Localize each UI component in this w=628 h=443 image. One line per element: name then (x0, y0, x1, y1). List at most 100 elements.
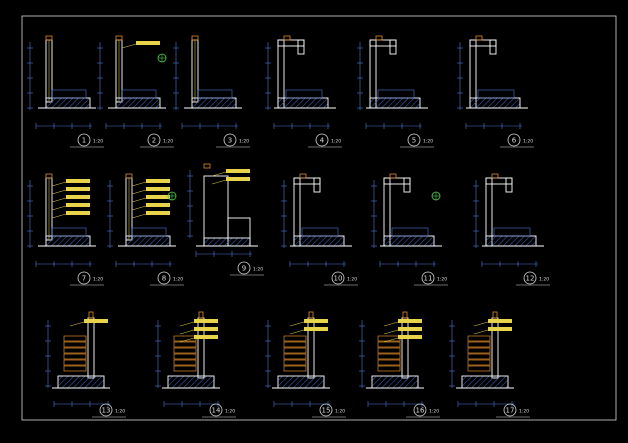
detail-number-circle (319, 403, 333, 417)
callout-leader (51, 205, 67, 211)
callout-text (66, 195, 90, 199)
rail-step (173, 359, 197, 366)
coping-cap (45, 173, 53, 179)
floor-layer (377, 89, 415, 99)
detail-number-circle (331, 271, 345, 285)
detail-section-16: 16 1:20 (359, 311, 440, 418)
detail-number-circle (99, 403, 113, 417)
callout-leader (131, 197, 147, 203)
detail-section-4: 4 1:20 (265, 35, 342, 148)
coping-cap (299, 173, 307, 179)
coping-cap (308, 311, 314, 319)
detail-number: 11 (424, 275, 433, 283)
detail-number: 8 (162, 275, 166, 283)
rail-step (467, 335, 491, 342)
parapet-return (389, 39, 397, 55)
slab-section (115, 97, 161, 109)
callout-leader (179, 329, 195, 335)
floor-layer (197, 89, 233, 99)
detail-scale: 1:20 (239, 139, 249, 145)
callout-leader (131, 205, 147, 211)
detail-number: 12 (526, 275, 535, 283)
detail-number-circle (421, 271, 435, 285)
coping-cap (389, 173, 397, 179)
callout-text (146, 211, 170, 215)
callout-leader (383, 329, 399, 335)
callout-text (194, 335, 218, 339)
detail-section-6: 6 1:20 (457, 35, 534, 148)
callout-leader (383, 321, 399, 327)
detail-number: 17 (506, 407, 515, 415)
slab-section (277, 375, 325, 389)
callout-text (146, 203, 170, 207)
coping-cap (283, 35, 291, 41)
parapet-return (489, 39, 497, 55)
rail-step (173, 341, 197, 348)
parapet-return (403, 177, 411, 193)
rail-step (283, 341, 307, 348)
detail-number: 1 (82, 137, 86, 145)
detail-number-circle (523, 271, 537, 285)
rail-step (173, 347, 197, 354)
detail-number: 16 (416, 407, 425, 415)
rail-step (283, 347, 307, 354)
detail-scale: 1:20 (331, 139, 341, 145)
detail-number: 4 (320, 137, 325, 145)
detail-number: 7 (82, 275, 86, 283)
rail-step (377, 347, 401, 354)
callout-leader (179, 321, 195, 327)
slab-section (461, 375, 509, 389)
drawing-border (21, 15, 617, 421)
callout-text (146, 187, 170, 191)
floor-layer (493, 227, 531, 237)
detail-scale: 1:20 (93, 139, 103, 145)
slab-section (125, 235, 171, 247)
callout-text (488, 319, 512, 323)
callout-text (66, 179, 90, 183)
callout-leader (131, 213, 147, 219)
detail-number-circle (147, 133, 161, 147)
callout-leader (121, 43, 137, 49)
callout-leader (131, 181, 147, 187)
detail-number: 13 (102, 407, 111, 415)
detail-scale: 1:20 (347, 277, 357, 283)
coping-cap (198, 311, 204, 319)
callout-text (304, 327, 328, 331)
slab-section (369, 97, 421, 109)
detail-scale: 1:20 (539, 277, 549, 283)
slab-section (293, 235, 345, 247)
rail-step (63, 365, 87, 372)
detail-number: 10 (334, 275, 343, 283)
floor-layer (121, 89, 157, 99)
detail-scale: 1:20 (429, 409, 439, 415)
detail-section-1: 1 1:20 (27, 35, 104, 148)
detail-number: 6 (512, 137, 517, 145)
rail-step (467, 341, 491, 348)
callout-text (398, 327, 422, 331)
detail-number-circle (77, 271, 91, 285)
callout-text (146, 179, 170, 183)
callout-leader (131, 189, 147, 195)
coping-cap (475, 35, 483, 41)
coping-cap (375, 35, 383, 41)
detail-number-circle (503, 403, 517, 417)
detail-section-12: 12 1:20 (473, 173, 550, 286)
callout-text (398, 335, 422, 339)
rail-step (173, 353, 197, 360)
slab-section (371, 375, 419, 389)
rail-step (467, 359, 491, 366)
detail-scale: 1:20 (523, 139, 533, 145)
coping-cap (492, 311, 498, 319)
detail-scale: 1:20 (163, 139, 173, 145)
detail-number: 2 (152, 137, 156, 145)
callout-text (398, 319, 422, 323)
slab-section (383, 235, 435, 247)
coping-cap (125, 173, 133, 179)
